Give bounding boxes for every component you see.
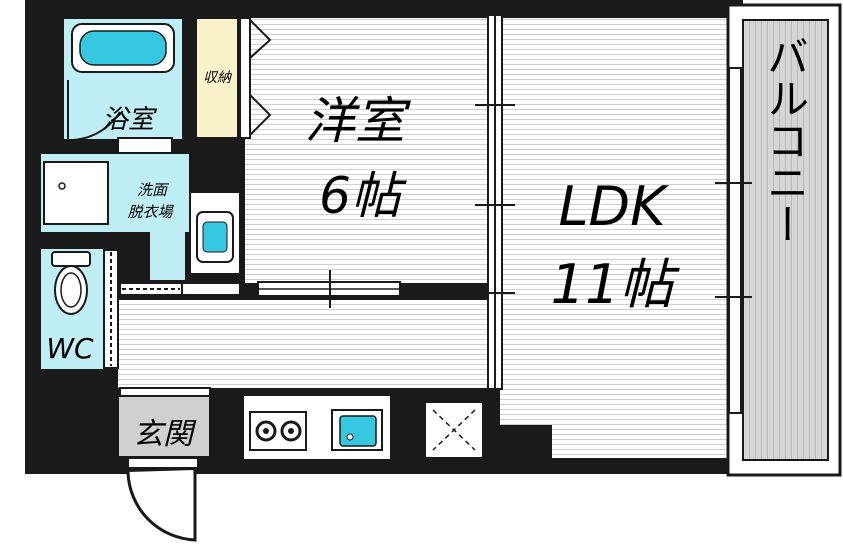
balcony-label: バルコニー bbox=[761, 35, 810, 245]
washroom-label-2: 脱衣場 bbox=[127, 203, 174, 221]
vanity-water bbox=[202, 221, 228, 253]
entrance-door-frame bbox=[127, 457, 199, 469]
storage-floor bbox=[195, 17, 239, 139]
sink-drain-icon bbox=[346, 433, 354, 441]
ldk-label: LDK bbox=[558, 175, 669, 238]
hallway-floor bbox=[118, 300, 493, 388]
toilet-label: WC bbox=[46, 332, 94, 365]
washing-machine-pan bbox=[43, 161, 109, 225]
washroom-door-leaf bbox=[181, 282, 241, 296]
bath-label: 浴室 bbox=[102, 105, 158, 135]
ldk-size: 11帖 bbox=[551, 253, 681, 316]
toilet-tank bbox=[51, 251, 91, 267]
entrance-door[interactable] bbox=[126, 470, 197, 542]
toilet-seat bbox=[60, 272, 82, 308]
washroom-label-1: 洗面 bbox=[137, 181, 170, 199]
fridge-space-icon bbox=[432, 409, 476, 451]
entrance-label: 玄関 bbox=[133, 417, 197, 452]
western-room-floor bbox=[245, 18, 490, 283]
burner-left-center bbox=[263, 428, 269, 434]
storage-door-hinges bbox=[249, 19, 272, 136]
kitchen-wall bbox=[500, 425, 552, 460]
ldk-floor bbox=[500, 18, 728, 458]
bath-door-swing bbox=[67, 80, 121, 142]
storage-door[interactable] bbox=[239, 17, 251, 139]
kitchen-sink-basin bbox=[339, 415, 377, 447]
western-room-size: 6帖 bbox=[319, 167, 407, 225]
washing-machine-drain bbox=[58, 182, 66, 190]
entrance-step bbox=[119, 387, 211, 397]
storage-label: 収納 bbox=[203, 70, 233, 86]
burner-right-center bbox=[288, 428, 294, 434]
balcony-floor bbox=[742, 19, 829, 461]
balcony-sash bbox=[728, 67, 742, 414]
western-room-label: 洋室 bbox=[305, 92, 411, 150]
bathtub-basin bbox=[79, 30, 167, 66]
washroom-wall-stub bbox=[150, 200, 185, 280]
